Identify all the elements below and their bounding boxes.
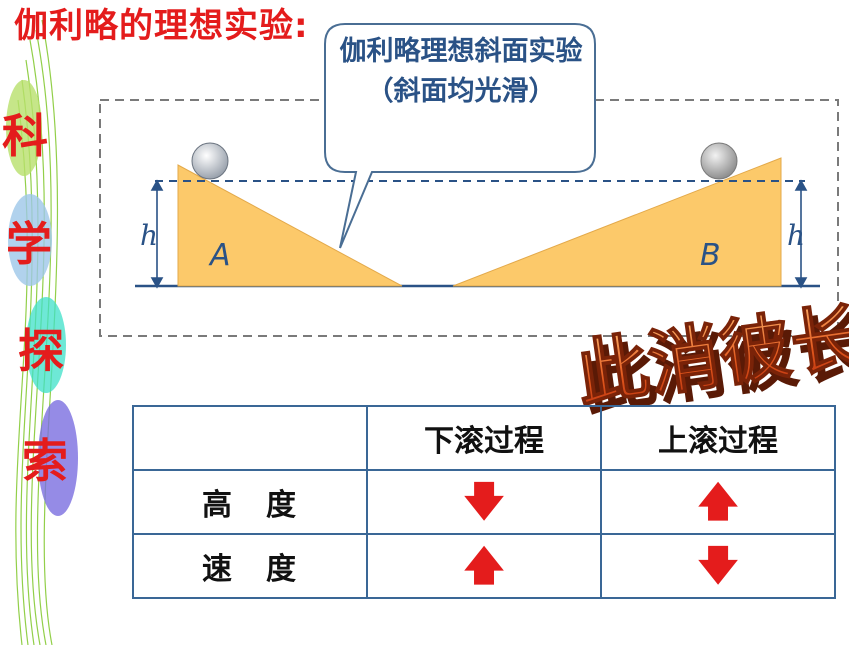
table-header-up: 上滚过程	[600, 405, 836, 471]
cell-speed-down: 🡅	[366, 533, 602, 599]
table-header-row: 下滚过程 上滚过程	[132, 405, 836, 471]
up-arrow-icon: 🡅	[463, 543, 505, 589]
ramp-b	[452, 157, 782, 287]
up-arrow-icon: 🡅	[697, 479, 739, 525]
height-arrow-right	[794, 179, 808, 289]
table-header-blank	[132, 405, 368, 471]
height-label-right: h	[787, 219, 805, 252]
comparison-table: 下滚过程 上滚过程 高 度 🡇 🡅 速 度 🡅 🡇	[132, 405, 836, 599]
side-char-3: 探	[18, 324, 64, 378]
side-char-2: 学	[6, 217, 52, 271]
cell-height-down: 🡇	[366, 469, 602, 535]
ball-b	[700, 142, 738, 180]
callout-bubble	[324, 23, 596, 249]
table-row: 高 度 🡇 🡅	[132, 469, 836, 535]
leaf-green-shape	[6, 80, 42, 176]
leaf-cyan-shape	[26, 297, 66, 393]
row-label-speed: 速 度	[132, 533, 368, 599]
down-arrow-icon: 🡇	[697, 543, 739, 589]
cell-speed-up: 🡇	[600, 533, 836, 599]
callout-text: 伽利略理想斜面实验（斜面均光滑）	[339, 36, 583, 107]
slogan-text: 此消彼长	[571, 294, 849, 417]
page-title: 伽利略的理想实验:	[14, 6, 309, 46]
leaf-purple-shape	[38, 400, 78, 516]
side-char-4: 索	[22, 434, 68, 488]
label-b: B	[700, 238, 721, 273]
height-label-left: h	[140, 219, 158, 252]
side-char-1: 科	[2, 109, 48, 163]
table-header-down: 下滚过程	[366, 405, 602, 471]
height-arrow-left	[150, 179, 164, 289]
label-a: A	[208, 238, 231, 273]
cell-height-up: 🡅	[600, 469, 836, 535]
down-arrow-icon: 🡇	[463, 479, 505, 525]
ball-a	[191, 142, 229, 180]
ramp-a	[177, 164, 403, 287]
row-label-height: 高 度	[132, 469, 368, 535]
table-row: 速 度 🡅 🡇	[132, 533, 836, 599]
leaf-blue-shape	[8, 194, 52, 286]
